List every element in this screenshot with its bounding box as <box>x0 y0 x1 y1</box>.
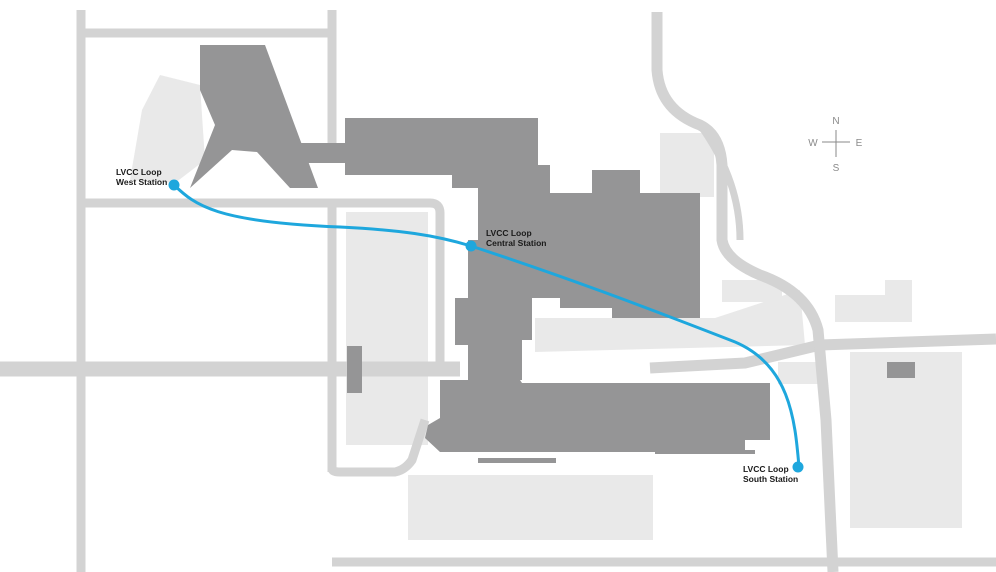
station-south-label-line2: South Station <box>743 474 798 484</box>
buildings <box>190 45 915 463</box>
compass-east: E <box>856 138 863 149</box>
parking-lot-east-strip <box>535 290 805 352</box>
building-west-small <box>347 346 362 393</box>
parking-lot-east-small <box>778 362 820 384</box>
road-south-loop <box>327 418 430 477</box>
building-south-hall <box>425 380 770 452</box>
loop-route-line <box>172 183 801 469</box>
station-central[interactable]: LVCC Loop Central Station <box>465 228 547 252</box>
parking-lot-ramp <box>722 280 782 302</box>
station-south-label-line1: LVCC Loop <box>743 464 789 474</box>
parking-lot-southeast <box>850 352 962 528</box>
building-skybridge <box>300 143 348 163</box>
road-main-horizontal-east <box>649 333 996 374</box>
compass-south: S <box>833 163 840 174</box>
parking-lot-west-central <box>346 212 428 445</box>
road-east-curve <box>651 12 839 572</box>
station-west-label-line1: LVCC Loop <box>116 167 162 177</box>
station-central-label-line2: Central Station <box>486 238 546 248</box>
station-west-label-line2: West Station <box>116 177 167 187</box>
road-east-parallel <box>697 122 744 241</box>
road-loop-west <box>336 198 445 369</box>
parking-lot-northwest <box>130 75 205 183</box>
station-south[interactable]: LVCC Loop South Station <box>743 461 804 485</box>
building-west-hall <box>190 45 318 188</box>
compass-rose: N S W E <box>808 116 862 174</box>
parking-lot-far-east <box>835 280 912 322</box>
building-central-hall <box>345 118 700 380</box>
building-south-annex-line <box>478 458 556 463</box>
station-south-marker[interactable] <box>792 461 804 473</box>
compass-north: N <box>832 116 839 127</box>
parking-lot-north-east <box>660 133 714 197</box>
parking-lots <box>130 75 962 540</box>
parking-lot-south <box>408 475 653 540</box>
roads <box>0 10 996 572</box>
compass-west: W <box>808 138 818 149</box>
building-south-annex-line-east <box>655 450 755 454</box>
station-central-marker[interactable] <box>465 240 477 252</box>
building-east-small <box>887 362 915 378</box>
station-central-label-line1: LVCC Loop <box>486 228 532 238</box>
station-west-marker[interactable] <box>168 179 180 191</box>
station-west[interactable]: LVCC Loop West Station <box>116 167 180 191</box>
